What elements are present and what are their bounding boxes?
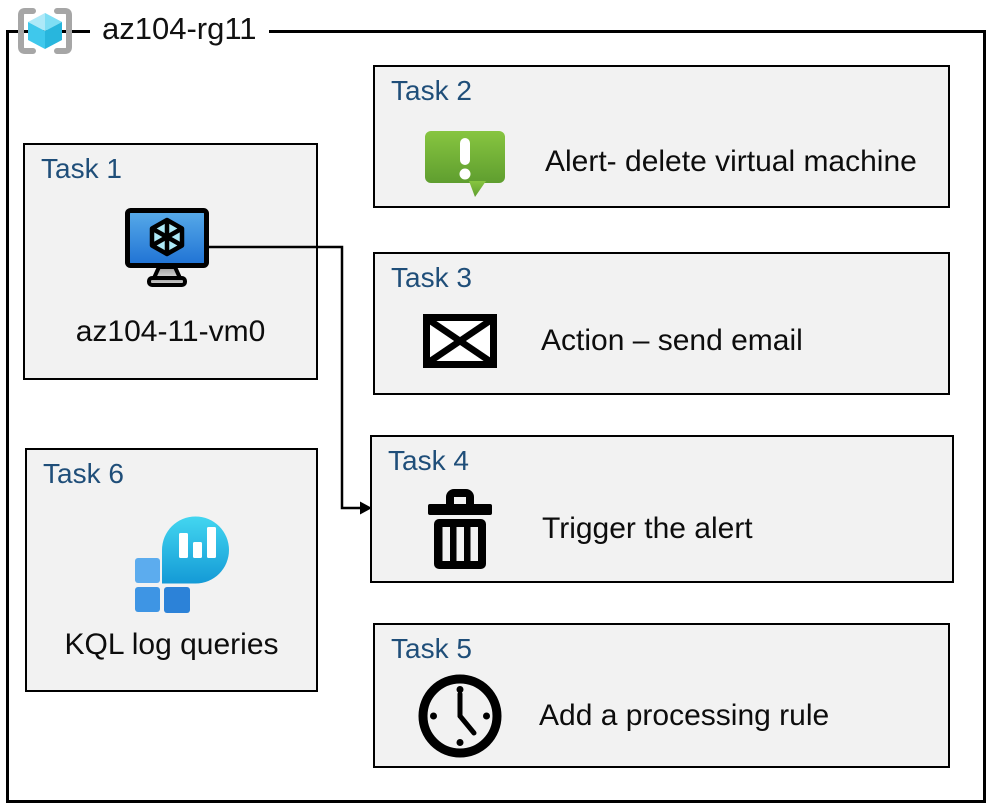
log-analytics-icon [132, 505, 244, 615]
resource-group-label: az104-rg11 [12, 3, 269, 59]
task4-content: Trigger the alert [542, 512, 753, 545]
trash-delete-icon [424, 489, 496, 569]
alert-message-icon [423, 125, 507, 199]
task2-label: Task 2 [391, 75, 472, 106]
task5-box: Task 5 Add a processing rule [373, 623, 950, 768]
task1-label: Task 1 [41, 153, 122, 184]
task5-content: Add a processing rule [539, 699, 830, 732]
task4-label: Task 4 [388, 445, 469, 476]
resource-group-name: az104-rg11 [90, 9, 269, 53]
task4-box: Task 4 Trigger the alert [370, 435, 954, 583]
task1-content: az104-11-vm0 [75, 315, 266, 348]
clock-icon [417, 673, 503, 759]
task6-label: Task 6 [43, 458, 124, 489]
task3-box: Task 3 Action – send email [373, 252, 950, 395]
email-envelope-icon [423, 314, 497, 368]
task6-content: KQL log queries [64, 628, 279, 661]
task2-content: Alert- delete virtual machine [545, 145, 917, 178]
task6-box: Task 6 KQL log queries [25, 448, 318, 692]
virtual-machine-icon [124, 207, 210, 289]
task3-content: Action – send email [541, 324, 803, 357]
resource-group-frame [6, 30, 986, 803]
resource-group-icon [12, 3, 78, 59]
task3-label: Task 3 [391, 262, 472, 293]
task2-box: Task 2 Alert- delete virtual machine [373, 65, 950, 208]
task5-label: Task 5 [391, 633, 472, 664]
task1-box: Task 1 [23, 143, 318, 380]
